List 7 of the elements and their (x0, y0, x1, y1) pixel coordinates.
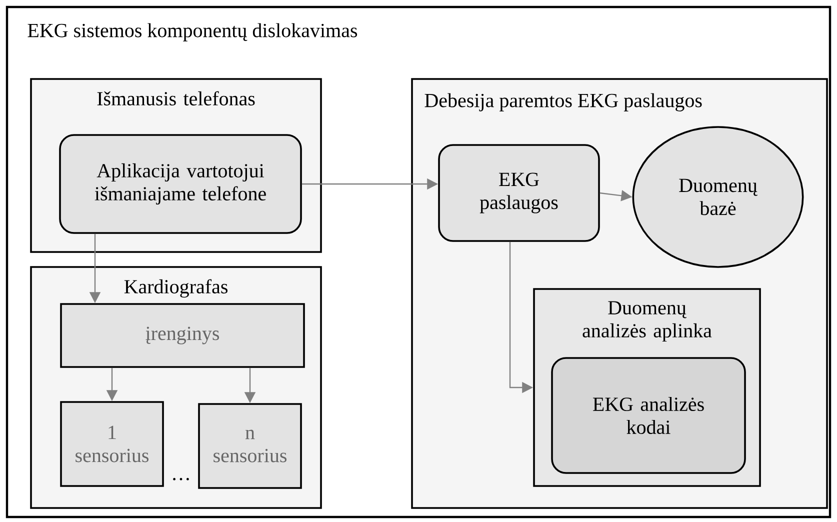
process-box: Aplikacija vartotojui išmaniajame telefone (59, 134, 302, 234)
sensor-box: 1 sensorius (60, 401, 164, 487)
device-box: įrenginys (60, 303, 305, 368)
process-box: EKG paslaugos (438, 144, 600, 242)
ellipsis: … (173, 478, 189, 480)
process-box: EKG analizės kodai (551, 357, 746, 474)
sensor-box: n sensorius (198, 403, 302, 489)
